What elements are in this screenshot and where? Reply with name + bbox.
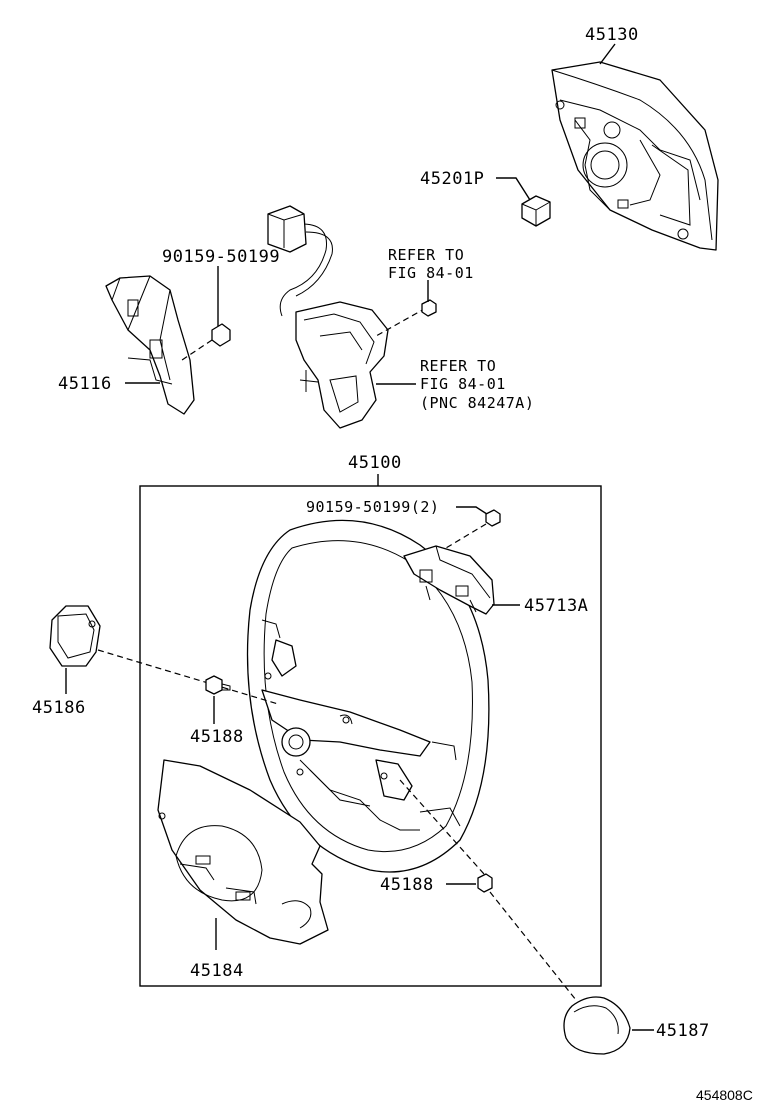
figure-code: 454808C <box>696 1087 753 1103</box>
bolt-top-drawing <box>211 323 231 347</box>
bolt-refer-drawing <box>421 299 437 317</box>
nut-drawing <box>521 195 551 227</box>
refer-1-line2: FIG 84-01 <box>388 264 474 282</box>
spiral-cable-drawing <box>267 205 389 429</box>
label-45201p: 45201P <box>420 169 484 189</box>
label-45187: 45187 <box>656 1021 710 1041</box>
refer-2-line2: FIG 84-01 <box>420 375 506 393</box>
refer-2-line3: (PNC 84247A) <box>420 394 534 412</box>
label-45130: 45130 <box>585 25 639 45</box>
label-45188-b: 45188 <box>380 875 434 895</box>
label-90159-50199: 90159-50199 <box>162 247 280 267</box>
assembly-box <box>139 485 602 987</box>
bolt-45188-b-drawing <box>477 873 493 893</box>
bolt-45188-a-drawing <box>205 675 231 695</box>
refer-1-line1: REFER TO <box>388 246 464 264</box>
cover-45186-drawing <box>49 605 101 667</box>
label-45186: 45186 <box>32 698 86 718</box>
refer-2-line1: REFER TO <box>420 357 496 375</box>
label-90159-50199-2: 90159-50199(2) <box>306 498 439 516</box>
label-45188-a: 45188 <box>190 727 244 747</box>
steering-wheel-drawing <box>246 519 490 873</box>
label-45100: 45100 <box>348 453 402 473</box>
cover-45187-drawing <box>563 996 631 1055</box>
lower-cover-drawing <box>157 759 329 945</box>
left-cover-drawing <box>105 275 195 415</box>
label-45713a: 45713A <box>524 596 588 616</box>
label-45184: 45184 <box>190 961 244 981</box>
bolt-box-drawing <box>485 509 501 527</box>
label-45116: 45116 <box>58 374 112 394</box>
airbag-assembly-drawing <box>551 61 719 251</box>
switch-cover-drawing <box>403 545 495 615</box>
